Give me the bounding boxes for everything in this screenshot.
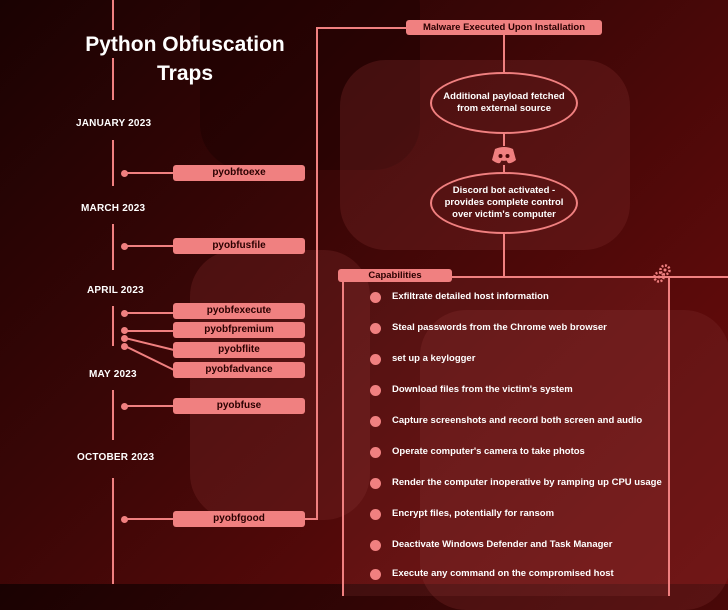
discord-icon (492, 147, 516, 164)
timeline-dot (121, 335, 128, 342)
timeline-dot (121, 310, 128, 317)
capability-text: Steal passwords from the Chrome web brow… (392, 322, 607, 333)
timeline-dot (121, 327, 128, 334)
capability-text: Capture screenshots and record both scre… (392, 415, 643, 426)
timeline-dot (121, 516, 128, 523)
payload-text: Additional payload fetched from external… (443, 91, 565, 114)
background-shape (190, 250, 370, 520)
connector (126, 330, 174, 332)
connector (503, 234, 505, 276)
connector (126, 312, 174, 314)
timeline-line (112, 224, 114, 270)
capability-text: Render the computer inoperative by rampi… (392, 477, 662, 488)
timeline-line (112, 478, 114, 584)
capability-text: Deactivate Windows Defender and Task Man… (392, 539, 613, 550)
connector (503, 165, 505, 173)
connector (316, 27, 408, 29)
package-pyobfpremium: pyobfpremium (173, 322, 305, 338)
connector (316, 27, 318, 520)
bullet-icon (370, 509, 381, 520)
capability-text: Operate computer's camera to take photos (392, 446, 585, 457)
timeline-dot (121, 170, 128, 177)
bullet-icon (370, 323, 381, 334)
bullet-icon (370, 478, 381, 489)
bullet-icon (370, 540, 381, 551)
discord-bot-text: Discord bot activated - provides complet… (444, 185, 564, 220)
bullet-icon (370, 569, 381, 580)
bullet-icon (370, 292, 381, 303)
title-line-1: Python Obfuscation (85, 33, 285, 56)
bullet-icon (370, 447, 381, 458)
package-pyobflite: pyobflite (173, 342, 305, 358)
capability-text: Encrypt files, potentially for ransom (392, 508, 555, 519)
background-shape (420, 310, 728, 610)
date-label: JANUARY 2023 (76, 118, 152, 129)
timeline-line (112, 390, 114, 440)
connector (670, 276, 728, 278)
branch-lines (124, 337, 175, 371)
capability-text: Execute any command on the compromised h… (392, 568, 614, 579)
timeline-line (112, 140, 114, 186)
connector (304, 518, 318, 520)
date-label: APRIL 2023 (87, 285, 144, 296)
date-label: MAY 2023 (89, 369, 137, 380)
package-pyobfusfile: pyobfusfile (173, 238, 305, 254)
discord-bot-node: Discord bot activated - provides complet… (430, 172, 578, 234)
connector (126, 172, 174, 174)
capability-text: set up a keylogger (392, 353, 476, 364)
bullet-icon (370, 354, 381, 365)
capabilities-panel (342, 276, 670, 596)
date-label: OCTOBER 2023 (77, 452, 155, 463)
capabilities-label: Capabilities (338, 269, 452, 282)
package-pyobfexecute: pyobfexecute (173, 303, 305, 319)
capability-text: Exfiltrate detailed host information (392, 291, 549, 302)
timeline-line (112, 0, 114, 30)
timeline-dot (121, 343, 128, 350)
package-pyobftoexe: pyobftoexe (173, 165, 305, 181)
malware-executed-box: Malware Executed Upon Installation (406, 20, 602, 35)
page-title: Python Obfuscation Traps (60, 30, 310, 88)
connector (503, 35, 505, 72)
package-pyobfuse: pyobfuse (173, 398, 305, 414)
timeline-dot (121, 243, 128, 250)
title-line-2: Traps (156, 62, 214, 85)
package-pyobfadvance: pyobfadvance (173, 362, 305, 378)
capability-text: Download files from the victim's system (392, 384, 573, 395)
connector (503, 134, 505, 146)
date-label: MARCH 2023 (81, 203, 146, 214)
connector (126, 518, 174, 520)
bullet-icon (370, 385, 381, 396)
connector (126, 245, 174, 247)
timeline-line (112, 58, 114, 100)
payload-node: Additional payload fetched from external… (430, 72, 578, 134)
timeline-line (112, 306, 114, 346)
connector (126, 405, 174, 407)
bullet-icon (370, 416, 381, 427)
timeline-dot (121, 403, 128, 410)
gears-icon (653, 264, 671, 283)
package-pyobfgood: pyobfgood (173, 511, 305, 527)
